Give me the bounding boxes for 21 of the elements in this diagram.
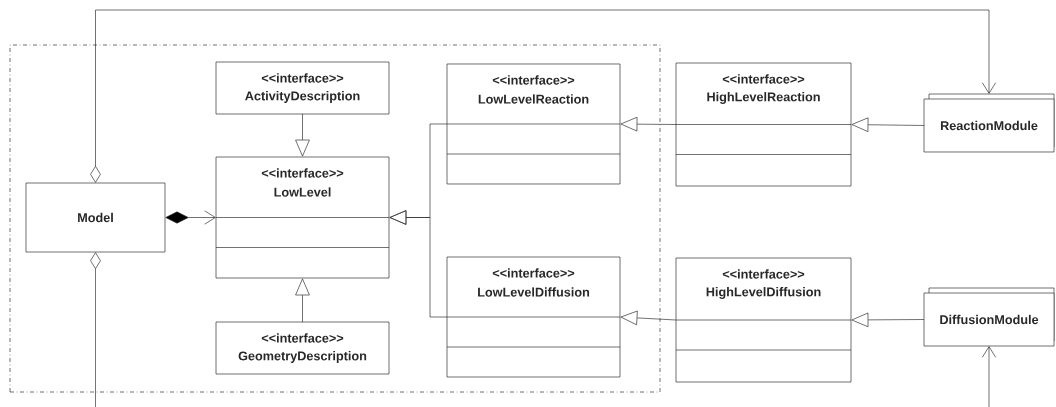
arrow — [389, 210, 448, 318]
class-box: Model — [25, 182, 166, 253]
arrow — [851, 117, 925, 132]
interface-box: <<interface>> LowLevelDiffusion — [446, 256, 621, 378]
interface-box: <<interface>> LowLevel — [215, 156, 390, 279]
component-box: DiffusionModule — [923, 287, 1055, 347]
arrow — [165, 210, 216, 225]
interface-box: <<interface>> HighLevelReaction — [675, 62, 852, 187]
arrow — [295, 278, 310, 323]
package-frame — [9, 44, 661, 393]
arrow — [620, 310, 677, 326]
arrow — [620, 116, 677, 132]
component-box: ReactionModule — [923, 93, 1055, 153]
arrow — [90, 9, 996, 183]
interface-box: <<interface>> HighLevelDiffusion — [675, 257, 852, 383]
arrow — [851, 312, 925, 328]
interface-box: <<interface>> LowLevelReaction — [446, 63, 621, 185]
interface-box: <<interface>> ActivityDescription — [215, 61, 390, 115]
arrow — [295, 113, 310, 157]
arrow — [982, 346, 996, 407]
interface-box: <<interface>> GeometryDescription — [215, 321, 390, 375]
